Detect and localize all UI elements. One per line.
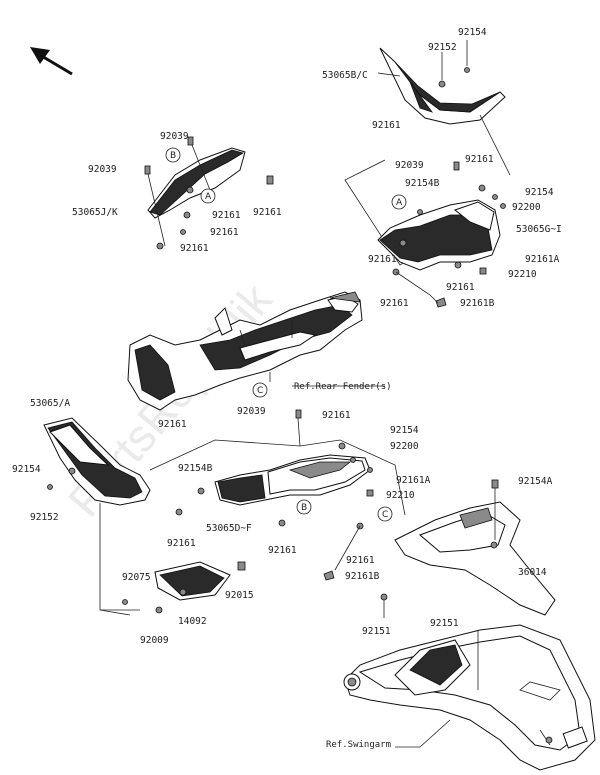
part-label: 92161 bbox=[253, 207, 282, 218]
part-label: 53065D~F bbox=[206, 523, 252, 534]
part-label: 92161A bbox=[396, 475, 431, 486]
part-label: 53065/A bbox=[30, 398, 70, 409]
part-label: 92152 bbox=[30, 512, 59, 523]
part-label: 92154B bbox=[405, 178, 440, 189]
part-label: 92009 bbox=[140, 635, 169, 646]
part-label: 92154 bbox=[12, 464, 41, 475]
svg-text:A: A bbox=[396, 198, 403, 208]
part-label: 92200 bbox=[390, 441, 419, 452]
part-label: 92015 bbox=[225, 590, 254, 601]
part-label: 92161 bbox=[268, 545, 297, 556]
part-label: 92154A bbox=[518, 476, 553, 487]
callout-c-lower: C bbox=[377, 506, 393, 522]
svg-text:B: B bbox=[170, 151, 176, 161]
part-label: 53065G~I bbox=[516, 224, 562, 235]
part-label: 92154 bbox=[390, 425, 419, 436]
part-label: 92039 bbox=[395, 160, 424, 171]
swingarm-part bbox=[343, 624, 596, 771]
part-label: 92161 bbox=[210, 227, 239, 238]
part-label: 92154B bbox=[178, 463, 213, 474]
part-label: 92039 bbox=[160, 131, 189, 142]
small-bracket-part bbox=[122, 561, 246, 614]
svg-text:A: A bbox=[205, 192, 212, 202]
part-label: 92154 bbox=[458, 27, 487, 38]
rear-side-cover-part bbox=[377, 161, 506, 308]
part-label: 92161 bbox=[446, 282, 475, 293]
center-side-cover-part bbox=[175, 409, 374, 581]
part-label: 92161 bbox=[465, 154, 494, 165]
part-label: 92161A bbox=[525, 254, 560, 265]
part-label: 92161 bbox=[372, 120, 401, 131]
svg-text:C: C bbox=[257, 386, 263, 396]
part-label: 92210 bbox=[386, 490, 415, 501]
chain-guard-part bbox=[380, 479, 556, 654]
part-label: 92210 bbox=[508, 269, 537, 280]
part-label: 92161 bbox=[322, 410, 351, 421]
svg-text:B: B bbox=[301, 503, 307, 513]
part-label: 92161 bbox=[158, 419, 187, 430]
part-label: 92161 bbox=[346, 555, 375, 566]
part-label: 92161B bbox=[460, 298, 495, 309]
callout-a-upper: A bbox=[200, 188, 216, 204]
part-label: 14092 bbox=[178, 616, 207, 627]
callout-c-center: C bbox=[252, 382, 268, 398]
part-label: 92154 bbox=[525, 187, 554, 198]
part-label: 92200 bbox=[512, 202, 541, 213]
part-label: 53065J/K bbox=[72, 207, 118, 218]
callout-b-upper: B bbox=[165, 147, 181, 163]
left-side-cover-part bbox=[43, 417, 151, 506]
rear-fender-frame-part bbox=[127, 291, 363, 411]
ref-swingarm-label: Ref.Swingarm bbox=[326, 740, 391, 750]
ref-rear-fender-label: Ref.Rear Fender(s) bbox=[294, 382, 392, 392]
part-label: 92161 bbox=[368, 254, 397, 265]
part-label: 53065B/C bbox=[322, 70, 368, 81]
part-label: 36014 bbox=[518, 567, 547, 578]
part-label: 92151 bbox=[362, 626, 391, 637]
small-side-cover-part bbox=[144, 136, 274, 250]
callout-a-right: A bbox=[391, 194, 407, 210]
part-label: 92161 bbox=[167, 538, 196, 549]
tail-cover-upper-part bbox=[379, 47, 506, 125]
callout-b-lower: B bbox=[296, 499, 312, 515]
part-label: 92161B bbox=[345, 571, 380, 582]
part-label: 92039 bbox=[88, 164, 117, 175]
part-label: 92039 bbox=[237, 406, 266, 417]
part-label: 92161 bbox=[180, 243, 209, 254]
front-direction-arrow-icon bbox=[30, 47, 73, 76]
svg-text:C: C bbox=[382, 510, 388, 520]
part-label: 92151 bbox=[430, 618, 459, 629]
part-label: 92152 bbox=[428, 42, 457, 53]
part-label: 92161 bbox=[212, 210, 241, 221]
part-label: 92161 bbox=[380, 298, 409, 309]
part-label: 92075 bbox=[122, 572, 151, 583]
